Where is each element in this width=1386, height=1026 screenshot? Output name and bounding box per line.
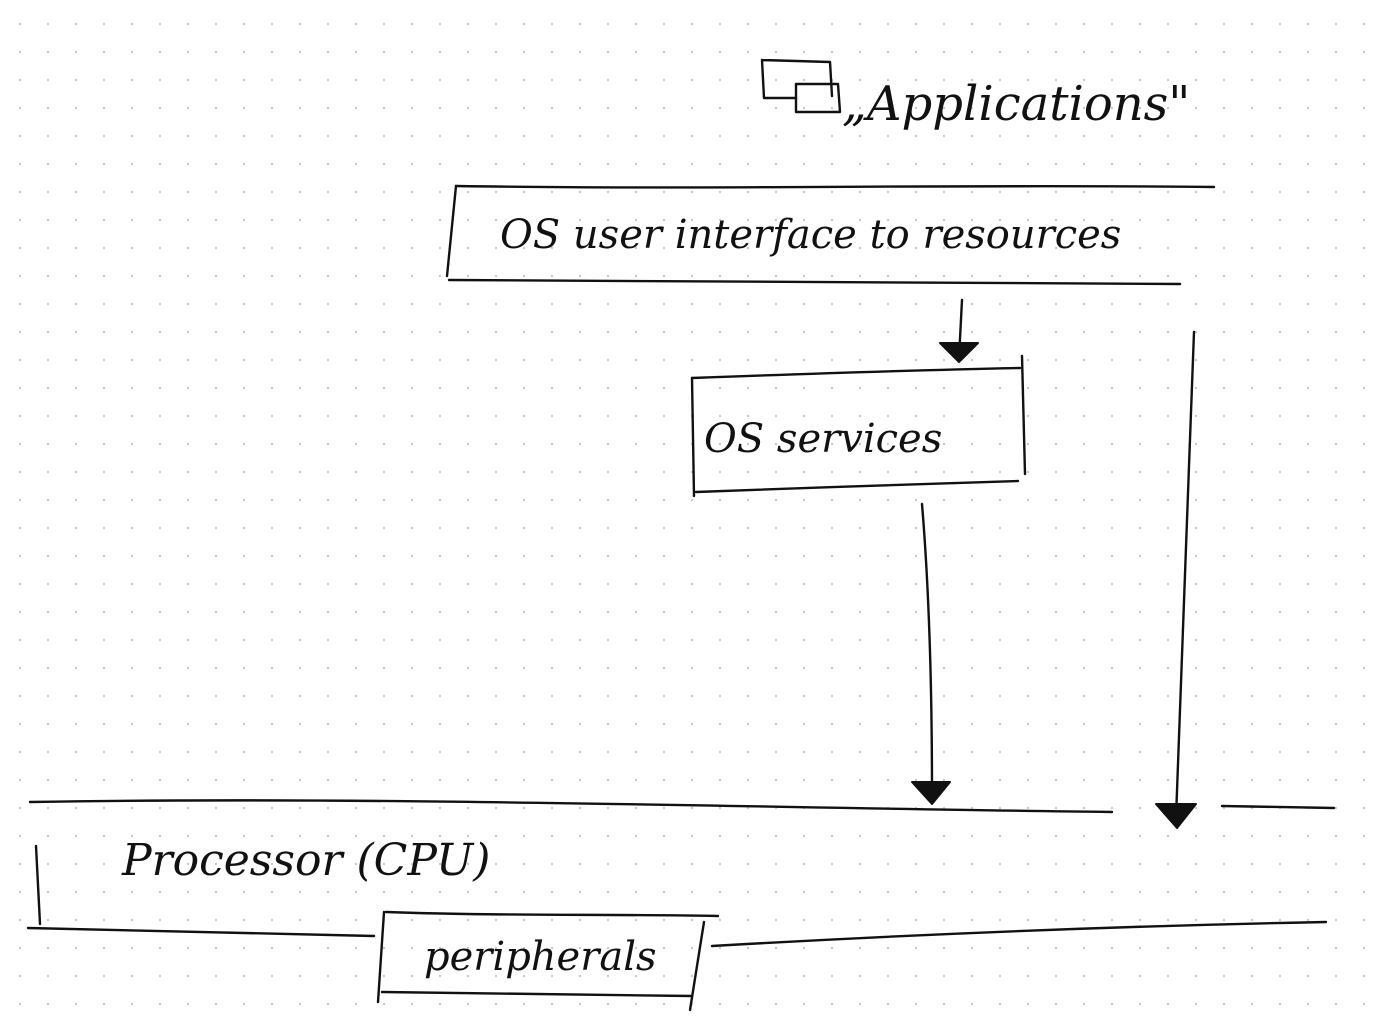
applications-label: „Applications" (842, 76, 1190, 132)
os-services-box (690, 354, 1027, 498)
processor-label: Processor (CPU) (121, 835, 490, 886)
arrow-ui-to-services (939, 298, 979, 363)
peripherals-label: peripherals (424, 934, 657, 980)
arrow-ui-to-processor (1155, 330, 1197, 829)
processor-band (26, 799, 1336, 948)
os-services-label: OS services (704, 416, 942, 462)
arrow-services-to-processor (911, 502, 951, 805)
peripherals-box (376, 910, 720, 1012)
os-user-interface-box (445, 184, 1216, 286)
windows-icon (760, 58, 842, 114)
os-user-interface-label: OS user interface to resources (500, 212, 1121, 258)
